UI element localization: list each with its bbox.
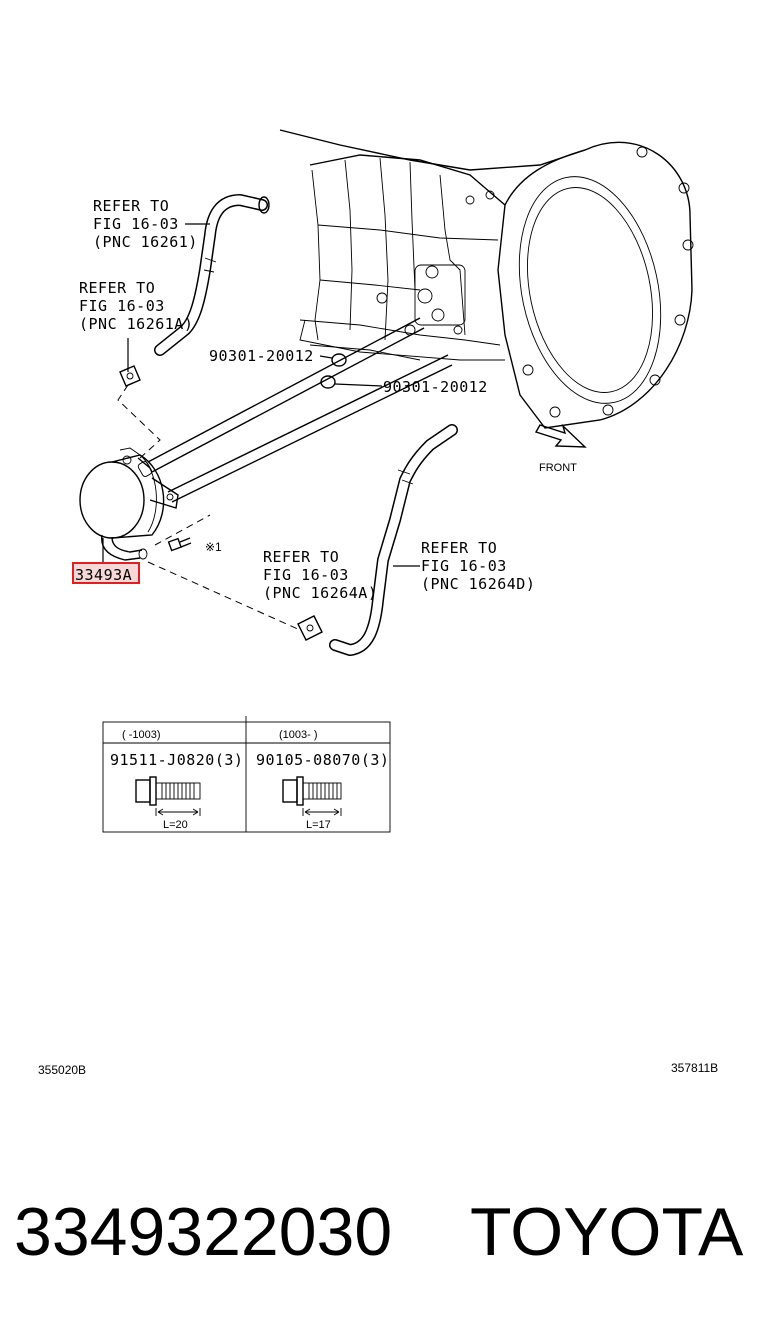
refer-line: (PNC 16261) [93, 233, 198, 251]
table-part-number: 91511-J0820(3) [110, 751, 243, 769]
refer-line: FIG 16-03 [79, 297, 165, 315]
refer-line: FIG 16-03 [93, 215, 179, 233]
hose-16264d [329, 424, 458, 656]
highlight-box [72, 562, 140, 584]
callout-highlighted-part[interactable]: 33493A [72, 538, 140, 584]
refer-line: REFER TO [421, 539, 497, 557]
callout-gasket-b: 90301-20012 [334, 378, 488, 396]
clamp-16264a [297, 615, 323, 641]
callout-refer-16261: REFER TO FIG 16-03 (PNC 16261) [93, 197, 210, 251]
callout-refer-16264a: REFER TO FIG 16-03 (PNC 16264A) [263, 548, 377, 602]
table-part-number: 90105-08070(3) [256, 751, 389, 769]
bolt-length: L=17 [306, 819, 331, 831]
front-arrow: FRONT [534, 423, 587, 474]
callout-gasket-a: 90301-20012 [209, 347, 333, 365]
refer-line: (PNC 16261A) [79, 315, 193, 333]
footer-brand: TOYOTA [470, 1194, 744, 1270]
hose-16261 [154, 194, 270, 356]
highlighted-part-number[interactable]: 33493A [75, 566, 132, 584]
callout-refer-16261a: REFER TO FIG 16-03 (PNC 16261A) [79, 279, 193, 372]
gasket-rings [320, 353, 347, 389]
refer-line: FIG 16-03 [263, 566, 349, 584]
refer-line: (PNC 16264D) [421, 575, 535, 593]
diagram-code-right: 357811B [671, 1061, 718, 1075]
gasket-part-number: 90301-20012 [383, 378, 488, 396]
table-col-range: (1003- ) [279, 729, 318, 741]
refer-line: (PNC 16264A) [263, 584, 377, 602]
cooler-bolt: ※1 [154, 514, 222, 554]
bolt-icon [135, 776, 201, 816]
refer-line: REFER TO [263, 548, 339, 566]
callout-refer-16264d: REFER TO FIG 16-03 (PNC 16264D) [393, 539, 535, 593]
refer-line: REFER TO [93, 197, 169, 215]
oil-cooler [79, 447, 179, 561]
refer-line: REFER TO [79, 279, 155, 297]
footer-part-number: 3349322030 [14, 1194, 392, 1270]
bolt-table: ( -1003) (1003- ) 91511-J0820(3) 90105-0… [102, 716, 391, 833]
front-label: FRONT [539, 462, 577, 474]
transmission-housing [279, 129, 694, 429]
diagram-code-left: 355020B [38, 1063, 86, 1077]
bolt-length: L=20 [163, 819, 188, 831]
table-col-range: ( -1003) [122, 729, 161, 741]
bolt-icon [282, 776, 342, 816]
dashed-guide-upper [117, 384, 161, 459]
bolt-mark: ※1 [205, 540, 222, 554]
cooler-pipes [147, 317, 453, 503]
refer-line: FIG 16-03 [421, 557, 507, 575]
dashed-guide-lower [147, 561, 301, 631]
clamp-16261a [119, 365, 141, 387]
gasket-part-number: 90301-20012 [209, 347, 314, 365]
